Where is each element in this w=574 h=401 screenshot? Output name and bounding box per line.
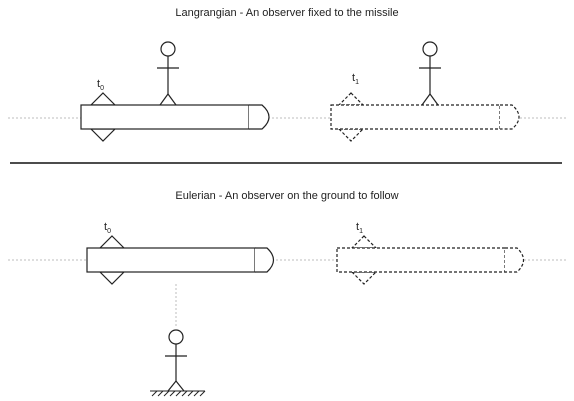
top-missile-t0 — [80, 92, 270, 142]
top-missile-t1-nose — [500, 104, 520, 130]
ground-hatch — [150, 390, 206, 397]
top-missile-t0-upper-fin — [89, 92, 117, 106]
bottom-t0-label: t0 — [104, 221, 111, 235]
bottom-missile-t1-body — [336, 247, 506, 273]
top-missile-t1 — [330, 92, 520, 142]
top-t0-label: t0 — [97, 78, 104, 92]
bottom-missile-t1 — [336, 235, 525, 285]
top-observer-t1 — [419, 41, 441, 106]
bottom-missile-t0 — [86, 235, 275, 285]
top-missile-t0-nose — [249, 104, 270, 130]
bottom-missile-t1-nose — [505, 247, 525, 273]
bottom-missile-t0-nose — [255, 247, 275, 273]
top-missile-t0-lower-fin — [89, 128, 117, 142]
bottom-t1-label: t1 — [356, 221, 363, 235]
top-missile-t0-body — [80, 104, 250, 130]
bottom-missile-t0-body — [86, 247, 256, 273]
top-t1-label: t1 — [352, 72, 359, 86]
lagrangian-title: Langrangian - An observer fixed to the m… — [175, 7, 399, 19]
bottom-missile-t0-upper-fin — [98, 235, 126, 249]
top-missile-t1-upper-fin — [337, 92, 365, 106]
ground-observer — [165, 329, 187, 392]
top-missile-t1-lower-fin — [337, 128, 365, 142]
top-observer-t0 — [157, 41, 179, 106]
bottom-missile-t1-lower-fin — [350, 271, 378, 285]
bottom-missile-t0-lower-fin — [98, 271, 126, 285]
bottom-missile-t1-upper-fin — [350, 235, 378, 249]
top-missile-t1-body — [330, 104, 501, 130]
eulerian-title: Eulerian - An observer on the ground to … — [175, 190, 399, 202]
